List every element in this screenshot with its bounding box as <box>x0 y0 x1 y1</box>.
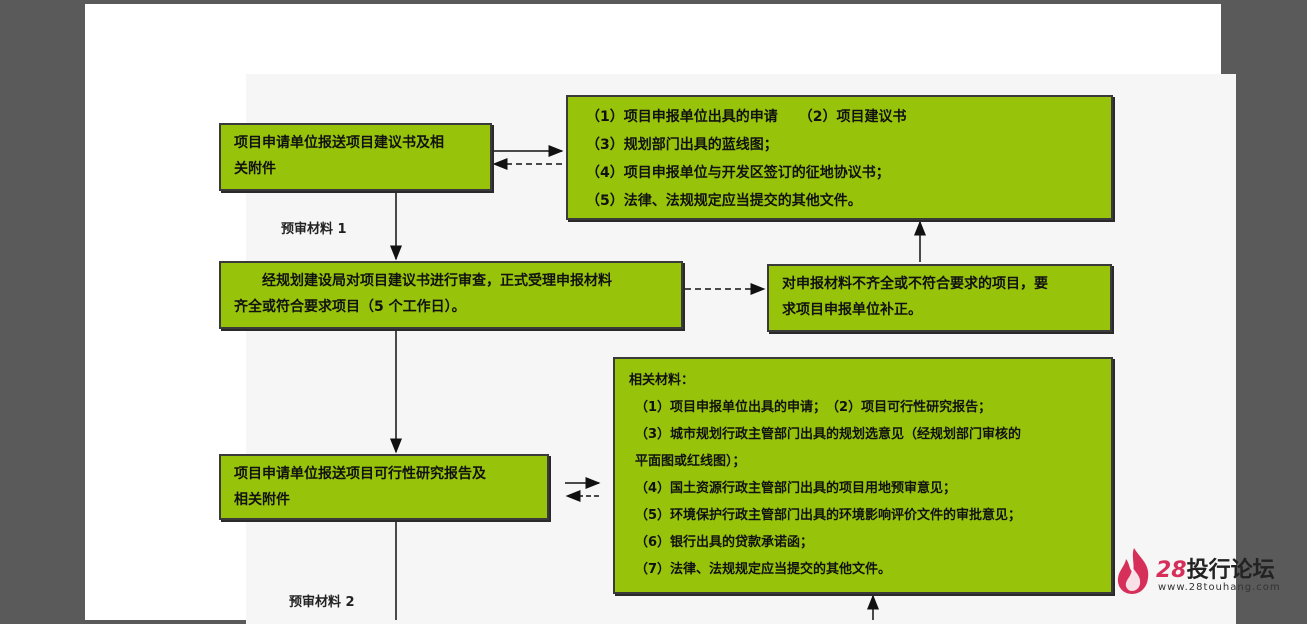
required-docs-1-box: （1）项目申报单位出具的申请 （2）项目建议书 （3）规划部门出具的蓝线图； （… <box>566 95 1113 220</box>
box-line: （3）规划部门出具的蓝线图； <box>586 137 778 153</box>
pre-review-label-1: 预审材料 1 <box>281 222 347 237</box>
box-line: （3）城市规划行政主管部门出具的规划选意见（经规划部门审核的 <box>635 427 1022 442</box>
submit-feasibility-box: 项目申请单位报送项目可行性研究报告及 相关附件 <box>219 454 549 520</box>
box-line: （1）项目申报单位出具的申请 （2）项目建议书 <box>586 109 907 125</box>
submit-proposal-box: 项目申请单位报送项目建议书及相 关附件 <box>219 123 492 191</box>
box-line: 平面图或红线图）； <box>635 454 746 469</box>
box-line: （4）项目申报单位与开发区签订的征地协议书； <box>586 165 890 181</box>
box-line: 齐全或符合要求项目（5 个工作日）。 <box>234 299 466 315</box>
box-line: 关附件 <box>234 161 276 177</box>
box-line: （5）环境保护行政主管部门出具的环境影响评价文件的审批意见； <box>635 508 1022 523</box>
box-title: 相关材料： <box>629 373 695 388</box>
watermark-url: www.28touhang.com <box>1158 582 1281 593</box>
watermark-number: 28 <box>1156 558 1187 583</box>
pre-review-label-2: 预审材料 2 <box>289 595 355 610</box>
box-line: 经规划建设局对项目建议书进行审查，正式受理申报材料 <box>234 273 612 289</box>
flame-icon <box>1117 548 1149 594</box>
watermark-logo: 28投行论坛 www.28touhang.com <box>1114 546 1307 596</box>
required-docs-2-box: 相关材料： （1）项目申报单位出具的申请； （2）项目可行性研究报告； （3）城… <box>613 357 1113 594</box>
box-line: （1）项目申报单位出具的申请； （2）项目可行性研究报告； <box>635 400 992 415</box>
box-line: 项目申请单位报送项目可行性研究报告及 <box>234 466 486 482</box>
box-line: 相关附件 <box>234 492 290 508</box>
watermark-name: 投行论坛 <box>1186 558 1275 583</box>
box-line: （7）法律、法规规定应当提交的其他文件。 <box>635 562 892 577</box>
box-line: （4）国土资源行政主管部门出具的项目用地预审意见； <box>635 481 957 496</box>
box-line: 对申报材料不齐全或不符合要求的项目，要 <box>782 276 1048 292</box>
review-box: 经规划建设局对项目建议书进行审查，正式受理申报材料 齐全或符合要求项目（5 个工… <box>219 261 683 329</box>
box-line: 求项目申报单位补正。 <box>782 302 922 318</box>
box-line: （5）法律、法规规定应当提交的其他文件。 <box>586 193 862 209</box>
correction-box: 对申报材料不齐全或不符合要求的项目，要 求项目申报单位补正。 <box>767 264 1112 332</box>
watermark-text: 28投行论坛 <box>1156 552 1275 584</box>
box-line: 项目申请单位报送项目建议书及相 <box>234 135 444 151</box>
box-line: （6）银行出具的贷款承诺函； <box>635 535 814 550</box>
